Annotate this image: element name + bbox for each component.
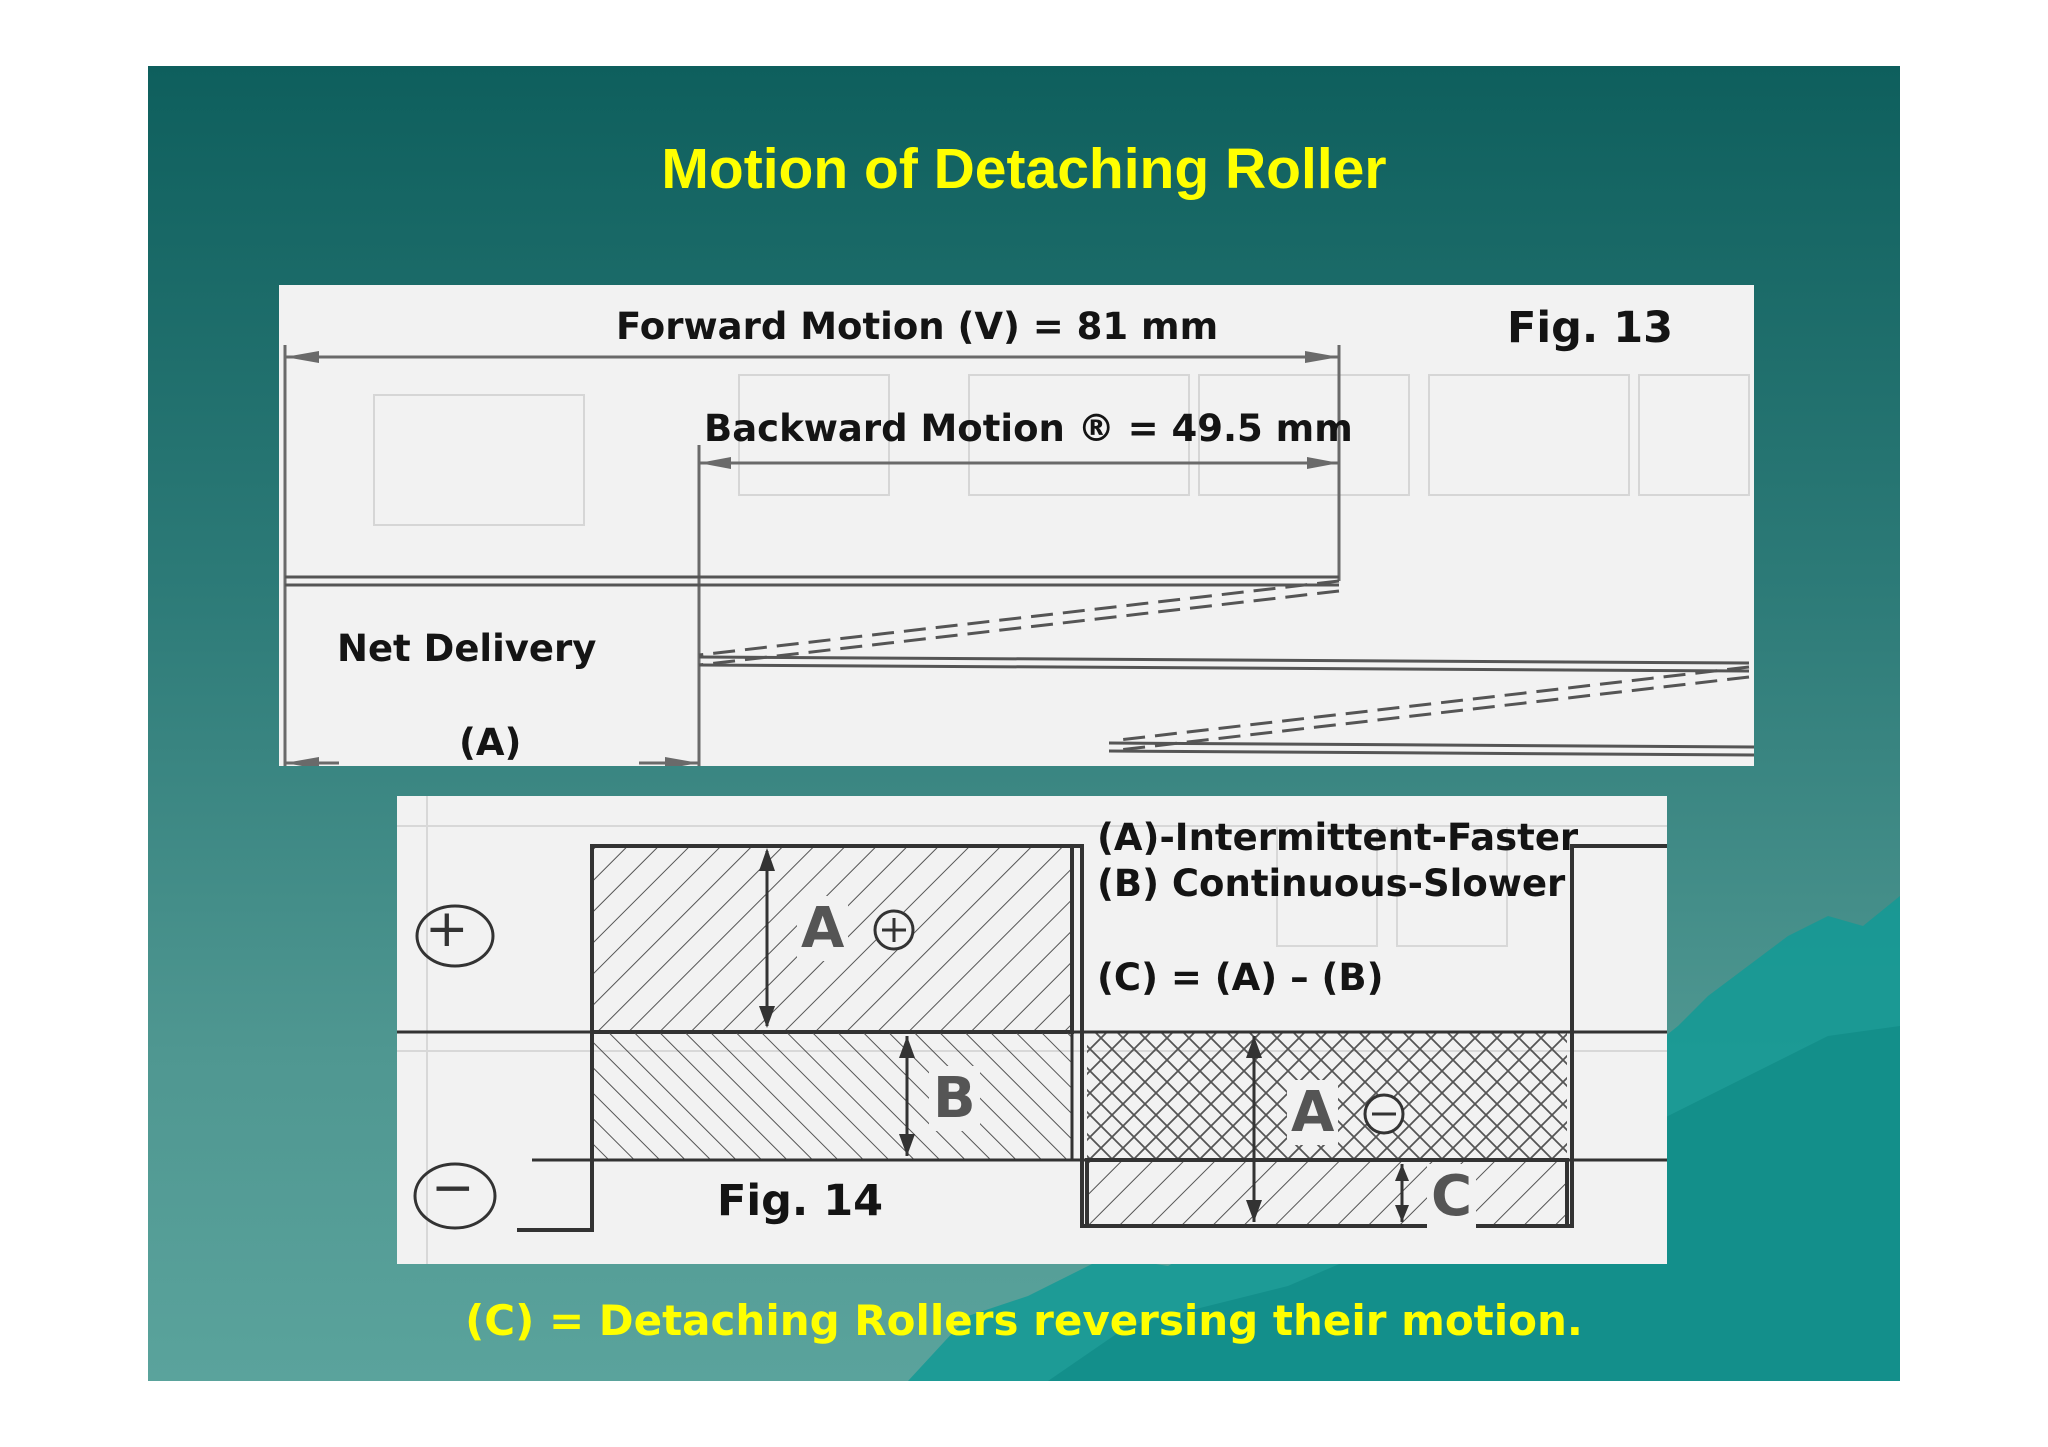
slide-caption: (C) = Detaching Rollers reversing their … — [465, 1296, 1583, 1345]
figure-14-label: Fig. 14 — [717, 1176, 884, 1226]
plus-sign-icon: + — [425, 899, 469, 959]
slide-title: Motion of Detaching Roller — [661, 137, 1387, 201]
slide: Motion of Detaching Roller — [148, 66, 1900, 1381]
backward-motion-label: Backward Motion ® = 49.5 mm — [704, 407, 1353, 450]
figure-13: Forward Motion (V) = 81 mm Fig. 13 Backw… — [279, 285, 1754, 766]
net-delivery-symbol: (A) — [459, 721, 522, 764]
figure-13-drawing — [283, 345, 1754, 766]
equation-label: (C) = (A) – (B) — [1097, 956, 1384, 999]
legend-b-label: (B) Continuous-Slower — [1097, 862, 1566, 905]
region-b-label: B — [929, 1066, 980, 1131]
figure-14: + − A B A C (A)-Intermittent-Faster (B) … — [397, 796, 1667, 1264]
minus-sign-icon: − — [431, 1158, 475, 1218]
figure-14-drawing — [397, 796, 1667, 1264]
forward-motion-label: Forward Motion (V) = 81 mm — [616, 305, 1219, 348]
figure-13-label: Fig. 13 — [1507, 303, 1674, 353]
region-a-minus-label: A — [1287, 1080, 1339, 1145]
region-a-plus-label: A — [797, 896, 849, 961]
legend-a-label: (A)-Intermittent-Faster — [1097, 816, 1579, 859]
region-c-label: C — [1427, 1164, 1477, 1229]
net-delivery-label: Net Delivery — [337, 627, 597, 670]
